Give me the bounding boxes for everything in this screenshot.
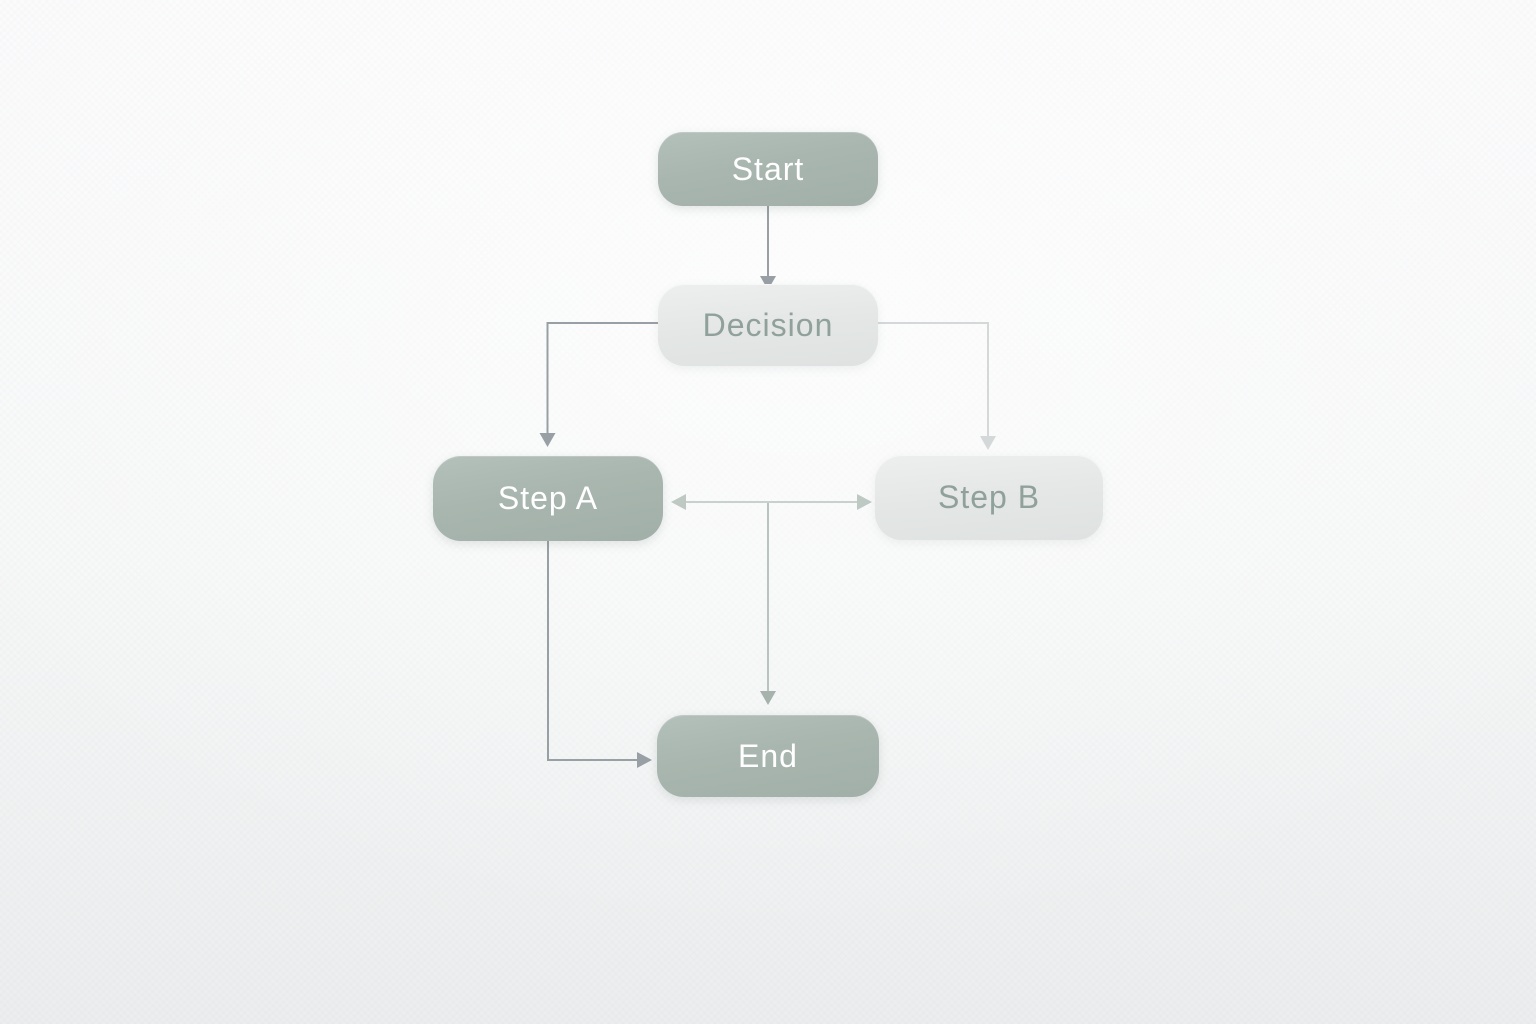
node-step-b-label: Step B bbox=[937, 479, 1041, 515]
arrowhead-down-icon bbox=[760, 691, 776, 705]
node-end: End bbox=[657, 715, 879, 797]
arrowhead-left-icon bbox=[671, 494, 686, 510]
node-step-b: Step B bbox=[875, 455, 1103, 540]
edge-decision-step-b bbox=[878, 322, 989, 437]
arrowhead-right-icon bbox=[857, 494, 872, 510]
edge-step-a-end bbox=[547, 541, 638, 761]
node-start-label: Start bbox=[731, 150, 805, 187]
node-decision-label: Decision bbox=[702, 306, 834, 343]
node-step-a: Step A bbox=[433, 456, 663, 541]
edge-decision-step-a bbox=[546, 322, 658, 434]
arrowhead-down-icon bbox=[760, 276, 776, 290]
arrowhead-down-icon bbox=[539, 433, 556, 447]
node-decision: Decision bbox=[658, 284, 878, 366]
node-step-a-label: Step A bbox=[497, 480, 599, 516]
arrowhead-right-icon bbox=[637, 752, 652, 768]
arrowhead-down-icon bbox=[980, 436, 996, 450]
node-end-label: End bbox=[738, 737, 798, 774]
node-start: Start bbox=[658, 132, 878, 206]
